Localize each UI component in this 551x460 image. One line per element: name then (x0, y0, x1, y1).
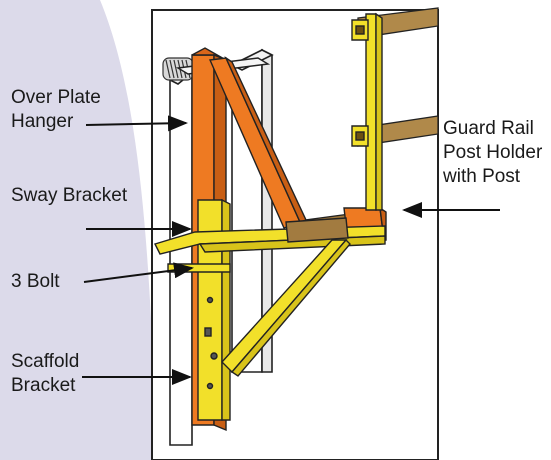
label-over-plate-hanger: Over Plate Hanger (11, 86, 101, 134)
guard-rail-post (351, 12, 383, 211)
label-3-bolt: 3 Bolt (11, 270, 60, 294)
label-guard-rail-line2: Post Holder (443, 142, 543, 163)
label-over-plate-line2: Hanger (11, 111, 74, 132)
label-scaffold-line2: Bracket (11, 375, 76, 396)
label-guard-rail-line1: Guard Rail (443, 118, 534, 139)
label-guard-rail-line3: with Post (443, 166, 521, 187)
top-plate-coil (162, 57, 194, 81)
label-guard-rail: Guard Rail Post Holder with Post (443, 117, 542, 189)
support-brace (221, 238, 351, 377)
callout-arrows (82, 115, 500, 385)
label-scaffold-line1: Scaffold (11, 351, 80, 372)
background-panel (0, 0, 158, 460)
label-sway-bracket-text: Sway Bracket (11, 185, 128, 206)
label-sway-bracket: Sway Bracket (11, 184, 127, 208)
label-3-bolt-text: 3 Bolt (11, 271, 60, 292)
arrow-3-bolt (83, 262, 194, 283)
arrow-over-plate-hanger (85, 115, 188, 132)
label-scaffold-bracket: Scaffold Bracket (11, 350, 79, 398)
scaffold-bracket (197, 198, 231, 421)
label-over-plate-line1: Over Plate (11, 87, 101, 108)
